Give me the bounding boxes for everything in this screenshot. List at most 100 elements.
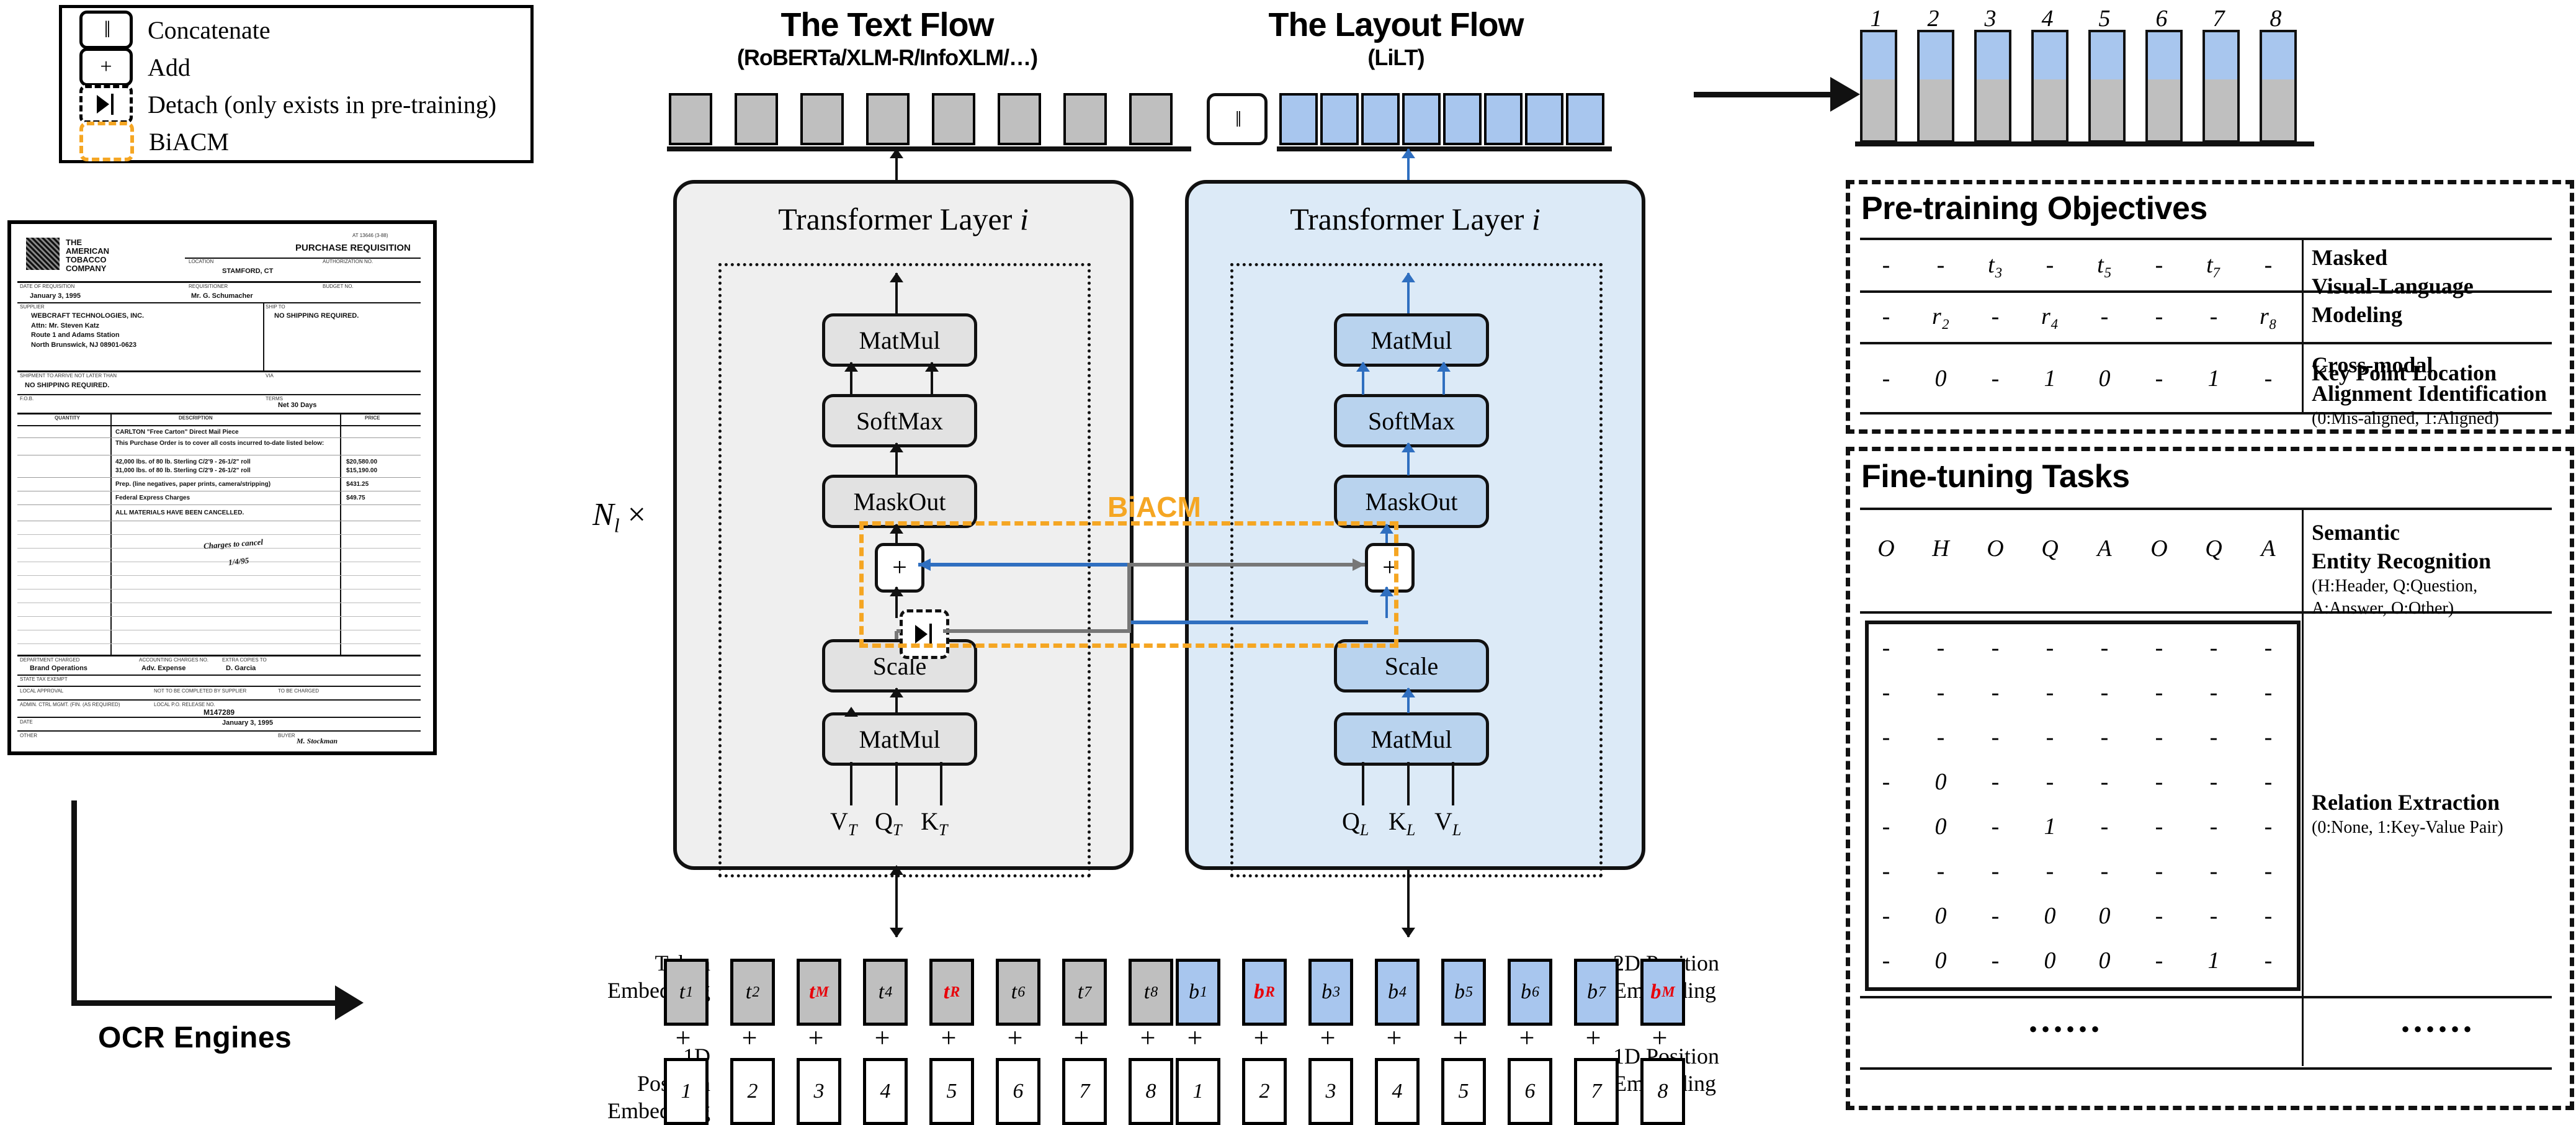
layout-plus-4: +: [1386, 1022, 1402, 1053]
re-cell-4-1: 0: [1934, 813, 1947, 840]
num-layers-label: Nl ×: [593, 496, 646, 537]
pretrain-row-1-cell-3: r₄: [2041, 303, 2059, 329]
doc-company-line-3: COMPANY: [66, 264, 107, 273]
layout-position-cell-7: 7: [1574, 1058, 1619, 1125]
ser-cell-4: A: [2097, 536, 2112, 562]
doc-footer-label-10: OTHER: [20, 733, 37, 738]
re-name-line0: Relation Extraction: [2312, 790, 2500, 815]
text-output-token-4: [866, 93, 910, 145]
text-plus-6: +: [1007, 1022, 1023, 1053]
flow-to-output-arrow-head-icon: [1830, 77, 1860, 112]
re-cell-3-2: -: [1991, 769, 2000, 795]
layout-output-token-2: [1320, 93, 1359, 145]
legend-item-concatenate: ‖ Concatenate: [79, 11, 271, 49]
doc-field-label-auth: AUTHORIZATION NO.: [323, 259, 373, 264]
doc-field-value-requisitioner: Mr. G. Schumacher: [191, 292, 253, 300]
re-cell-4-3: 1: [2044, 813, 2056, 840]
ser-cell-2: O: [1987, 536, 2004, 562]
biacm-region-box: [859, 521, 1398, 648]
re-cell-7-1: 0: [1934, 948, 1947, 974]
biacm-region-label: BiACM: [1107, 491, 1201, 523]
text-position-cell-7: 7: [1062, 1058, 1107, 1125]
bar-6-text: [2145, 79, 2183, 143]
bar-label-3: 3: [1984, 6, 1997, 32]
layout-plus-3: +: [1320, 1022, 1336, 1053]
re-cell-4-6: -: [2209, 813, 2218, 840]
add-icon: +: [79, 48, 133, 86]
legend-item-add: + Add: [79, 48, 190, 86]
layout-line-k: [1407, 762, 1410, 805]
re-cell-0-3: -: [2046, 635, 2054, 661]
num-layers-symbol: N: [593, 497, 614, 532]
doc-row-3-price: $15,190.00: [346, 467, 378, 474]
pretrain-name-line: Masked: [2312, 245, 2388, 270]
pretrain-row-1-cell-4: -: [2100, 303, 2109, 329]
re-cell-4-4: -: [2100, 813, 2109, 840]
text-plus-5: +: [941, 1022, 957, 1053]
re-cell-5-5: -: [2155, 858, 2163, 884]
doc-footer-value-11: M. Stockman: [297, 737, 338, 745]
add-glyph: +: [100, 55, 112, 78]
re-cell-2-4: -: [2100, 724, 2109, 750]
biacm-icon: [79, 122, 134, 161]
bar-3-text: [1974, 79, 2011, 143]
re-cell-5-7: -: [2264, 858, 2273, 884]
re-cell-7-3: 0: [2044, 948, 2056, 974]
detach-node-glyph: [914, 624, 935, 645]
layout-plus-7: +: [1585, 1022, 1601, 1053]
bar-4-layout: [2031, 30, 2068, 85]
layout-qkv-q: QL: [1342, 807, 1369, 839]
pretrain-row-2-cell-3: 1: [2044, 365, 2056, 392]
doc-footer-label-2: EXTRA COPIES TO: [222, 657, 267, 663]
pretrain-row-1-cell-0: -: [1882, 303, 1890, 329]
text-flow-title: The Text Flow: [780, 6, 994, 43]
pretrain-row-0-cell-7: -: [2264, 252, 2273, 278]
re-cell-4-0: -: [1882, 813, 1890, 840]
re-cell-0-7: -: [2264, 635, 2273, 661]
layout-position-cell-2: 2: [1242, 1058, 1287, 1125]
layout-plus-5: +: [1452, 1022, 1469, 1053]
re-cell-7-2: -: [1991, 948, 2000, 974]
finetuning-rule-re: [1860, 996, 2552, 998]
re-task-name: Relation Extraction (0:None, 1:Key-Value…: [2312, 788, 2560, 839]
bar-label-4: 4: [2041, 6, 2054, 32]
pretraining-rule-top: [1860, 238, 2552, 240]
text-flow-subtitle: (RoBERTa/XLM-R/InfoXLM/…): [736, 45, 1038, 70]
ser-cell-0: O: [1877, 536, 1895, 562]
layout-op-matmul-top: MatMul: [1334, 313, 1489, 367]
pretraining-objectives-panel: [1846, 180, 2574, 434]
layout-output-token-8: [1566, 93, 1604, 145]
ser-note-line1: A:Answer, O:Other): [2312, 599, 2454, 618]
text-output-token-2: [735, 93, 778, 145]
finetuning-rule-bottom: [1860, 1067, 2552, 1070]
finetuning-col-divider: [2302, 508, 2304, 1066]
text-line-q: [895, 762, 898, 805]
re-cell-6-5: -: [2155, 903, 2163, 929]
re-cell-6-2: -: [1991, 903, 2000, 929]
text-plus-7: +: [1073, 1022, 1089, 1053]
doc-company-line-1: AMERICAN: [66, 246, 110, 256]
doc-footer-label-11: BUYER: [278, 733, 295, 738]
doc-col-quantity: QUANTITY: [55, 415, 80, 421]
re-cell-2-3: -: [2046, 724, 2054, 750]
text-arrow-matmulb-to-scale: [890, 688, 903, 713]
doc-footer-label-9: DATE: [20, 719, 33, 725]
text-plus-8: +: [1140, 1022, 1156, 1053]
pretrain-objective-name-1: Key Point Location: [2312, 359, 2560, 387]
relation-matrix-box: [1865, 621, 2301, 991]
re-cell-6-7: -: [2264, 903, 2273, 929]
doc-row-6-desc: ALL MATERIALS HAVE BEEN CANCELLED.: [115, 509, 244, 516]
layout-flow-title: The Layout Flow: [1268, 6, 1524, 43]
doc-footer-value-0: Brand Operations: [30, 665, 87, 672]
pretrain-row-1-cell-5: -: [2155, 303, 2163, 329]
doc-field-label-requisitioner: REQUISITIONER: [189, 284, 228, 289]
text-op-softmax: SoftMax: [822, 394, 977, 447]
layout-flow-subtitle: (LiLT): [1367, 45, 1424, 70]
text-arrow-panel-out: [890, 148, 903, 180]
